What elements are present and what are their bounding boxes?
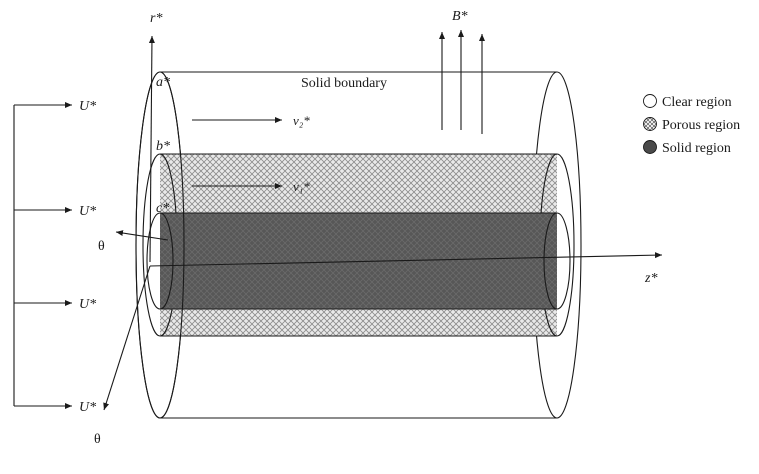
r-axis-label: r* — [150, 11, 162, 26]
outer-left-ellipse-front — [135, 71, 185, 419]
theta-lower-label: θ — [94, 432, 101, 447]
velocities: v₂* v₁* — [192, 113, 310, 194]
z-axis-label: z* — [644, 271, 657, 286]
inflow-bracket: U* U* U* U* — [13, 99, 96, 415]
legend-filled-circle-icon — [643, 140, 657, 154]
solid-boundary-title: Solid boundary — [301, 76, 387, 91]
inflow-label-3: U* — [79, 297, 96, 312]
inflow-label-2: U* — [79, 204, 96, 219]
theta-axis-upper — [115, 230, 169, 241]
v2-label: v₂* — [293, 113, 310, 128]
legend: Clear region Porous region Solid region — [643, 94, 740, 156]
legend-open-circle-icon — [643, 94, 657, 108]
radius-a-label: a* — [156, 75, 170, 90]
inflow-label-1: U* — [79, 99, 96, 114]
theta-upper-label: θ — [98, 239, 105, 254]
legend-solid-label: Solid region — [662, 141, 731, 156]
b-field-label: B* — [452, 9, 468, 24]
radius-b-label: b* — [156, 139, 170, 154]
legend-crosshatch-circle-icon — [643, 117, 657, 131]
radius-c-label: c* — [156, 201, 169, 216]
v1-label: v₁* — [293, 179, 310, 194]
magnetic-field: B* — [439, 9, 485, 134]
legend-porous-label: Porous region — [662, 118, 740, 133]
theta-axis-lower — [103, 265, 151, 411]
inflow-label-4: U* — [79, 400, 96, 415]
z-axis — [149, 252, 663, 267]
legend-clear-label: Clear region — [662, 95, 732, 110]
axes — [103, 35, 663, 411]
r-axis — [148, 35, 155, 263]
